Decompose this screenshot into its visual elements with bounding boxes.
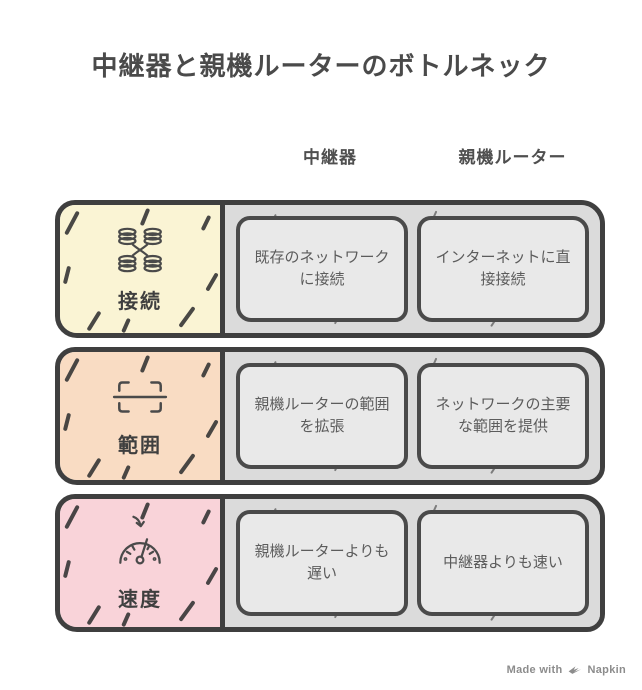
scribble-decoration xyxy=(200,215,212,232)
napkin-logo-icon xyxy=(568,666,581,674)
scribble-decoration xyxy=(178,452,196,475)
scribble-decoration xyxy=(205,565,220,586)
row-connection-panel: 既存のネットワークに接続 インターネットに直接接続 xyxy=(225,205,600,333)
scribble-decoration xyxy=(205,418,220,439)
row-connection: 接続 既存のネットワークに接続 インターネットに直接接続 xyxy=(55,200,605,338)
column-header-repeater: 中継器 xyxy=(303,148,357,167)
network-nodes-icon xyxy=(111,224,169,276)
scribble-decoration xyxy=(63,357,80,383)
cell-speed-router: 中継器よりも速い xyxy=(417,510,589,616)
page-title: 中継器と親機ルーターのボトルネック xyxy=(91,51,551,81)
scribble-decoration xyxy=(121,611,131,627)
row-speed-panel: 親機ルーターよりも遅い 中継器よりも速い xyxy=(225,499,600,627)
footer-made-with-text: Made with xyxy=(506,663,563,676)
row-connection-label-area: 接続 xyxy=(60,205,225,333)
footer-brand-text: Napkin xyxy=(587,663,626,676)
scribble-decoration xyxy=(62,266,71,285)
scribble-decoration xyxy=(86,310,102,332)
scribble-decoration xyxy=(62,413,71,432)
column-header-router: 親機ルーター xyxy=(458,148,567,167)
row-speed-label: 速度 xyxy=(118,589,162,611)
cell-range-router: ネットワークの主要な範囲を提供 xyxy=(417,363,589,469)
cell-connection-repeater: 既存のネットワークに接続 xyxy=(236,216,408,322)
comparison-table: 接続 既存のネットワークに接続 インターネットに直接接続 xyxy=(55,200,605,641)
scribble-decoration xyxy=(63,210,80,236)
row-speed: 速度 親機ルーターよりも遅い 中継器よりも速い xyxy=(55,494,605,632)
scribble-decoration xyxy=(205,271,220,292)
row-range-label: 範囲 xyxy=(118,435,162,457)
scribble-decoration xyxy=(200,509,212,526)
scribble-decoration xyxy=(86,457,102,479)
scribble-decoration xyxy=(121,317,131,333)
cell-range-repeater: 親機ルーターの範囲を拡張 xyxy=(236,363,408,469)
scribble-decoration xyxy=(121,464,131,480)
speedometer-icon xyxy=(110,514,170,574)
row-speed-label-area: 速度 xyxy=(60,499,225,627)
scribble-decoration xyxy=(178,599,196,622)
scribble-decoration xyxy=(62,560,71,579)
row-connection-label: 接続 xyxy=(118,291,162,313)
scribble-decoration xyxy=(63,504,80,530)
row-range-label-area: 範囲 xyxy=(60,352,225,480)
scribble-decoration xyxy=(200,362,212,379)
cell-speed-repeater: 親機ルーターよりも遅い xyxy=(236,510,408,616)
scribble-decoration xyxy=(139,354,151,373)
row-range: 範囲 親機ルーターの範囲を拡張 ネットワークの主要な範囲を提供 xyxy=(55,347,605,485)
scribble-decoration xyxy=(139,207,151,226)
row-range-panel: 親機ルーターの範囲を拡張 ネットワークの主要な範囲を提供 xyxy=(225,352,600,480)
footer-credit: Made with Napkin xyxy=(507,663,626,676)
scribble-decoration xyxy=(86,604,102,626)
cell-connection-router: インターネットに直接接続 xyxy=(417,216,589,322)
scribble-decoration xyxy=(178,305,196,328)
scan-area-icon xyxy=(111,374,169,420)
